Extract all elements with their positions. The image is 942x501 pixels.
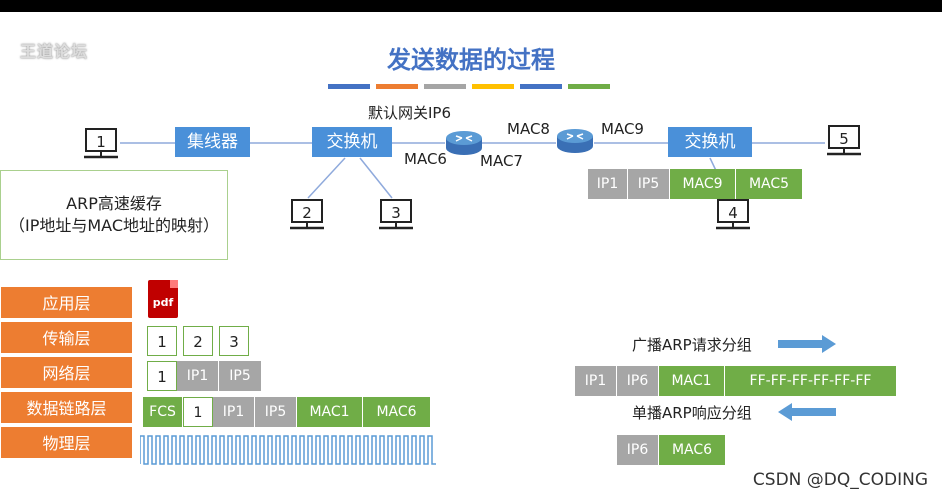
switch-left[interactable]: 交换机	[312, 127, 392, 157]
stripe-6	[568, 84, 610, 89]
computer-number: 4	[728, 204, 738, 222]
frame-mac-cell: MAC6	[363, 397, 430, 427]
packet-ip-cell: IP1	[177, 361, 219, 391]
computer-icon[interactable]: 2	[288, 198, 326, 232]
broadcast-arp-label: 广播ARP请求分组	[632, 336, 752, 354]
unicast-arp-label: 单播ARP响应分组	[632, 404, 752, 422]
mac9-label: MAC9	[601, 120, 644, 138]
layer-physical: 物理层	[0, 426, 133, 459]
page-title: 发送数据的过程	[387, 46, 555, 74]
layer-datalink: 数据链路层	[0, 391, 133, 424]
frame-cell: MAC5	[736, 169, 802, 199]
footer-watermark: CSDN @DQ_CODING	[752, 470, 928, 490]
stripe-2	[376, 84, 418, 89]
frame-ip-cell: IP5	[255, 397, 297, 427]
frame-cell: MAC9	[670, 169, 736, 199]
segment-cell: 1	[147, 326, 177, 356]
layer-application: 应用层	[0, 286, 133, 319]
frame-ip-cell: IP1	[213, 397, 255, 427]
frame-fcs-cell: FCS	[143, 397, 183, 427]
computer-icon[interactable]: 3	[377, 198, 415, 232]
stripe-4	[472, 84, 514, 89]
frame-data-cell: 1	[183, 397, 213, 427]
broadcast-cell: IP6	[617, 366, 659, 396]
computer-number: 1	[96, 133, 106, 151]
computer-icon[interactable]: 1	[82, 127, 120, 161]
unicast-cell: MAC6	[659, 435, 725, 465]
arrow-right-icon	[778, 335, 836, 353]
arp-cache-box: ARP高速缓存 （IP地址与MAC地址的映射）	[0, 170, 228, 260]
segment-cell: 2	[183, 326, 213, 356]
frame-mac-cell: MAC1	[297, 397, 363, 427]
hub-device[interactable]: 集线器	[175, 127, 250, 157]
router-icon[interactable]	[555, 124, 595, 156]
segment-cell: 3	[219, 326, 249, 356]
broadcast-cell: MAC1	[659, 366, 725, 396]
frame-cell: IP1	[588, 169, 628, 199]
arrow-left-icon	[778, 403, 836, 421]
physical-signal-waveform	[140, 435, 436, 465]
unicast-cell: IP6	[617, 435, 659, 465]
computer-icon[interactable]: 4	[714, 198, 752, 232]
packet-ip-cell: IP5	[219, 361, 261, 391]
pdf-fold	[170, 280, 178, 288]
mac7-label: MAC7	[480, 152, 523, 170]
computer-number: 5	[839, 130, 849, 148]
router-icon[interactable]	[444, 126, 484, 158]
switch-right[interactable]: 交换机	[668, 127, 752, 157]
layer-network: 网络层	[0, 356, 133, 389]
pdf-label: pdf	[152, 296, 174, 309]
frame-cell: IP5	[628, 169, 670, 199]
computer-number: 3	[391, 204, 401, 222]
packet-data-cell: 1	[147, 361, 177, 391]
broadcast-cell: FF-FF-FF-FF-FF-FF	[725, 366, 896, 396]
mac6-label: MAC6	[404, 150, 447, 168]
layer-transport: 传输层	[0, 321, 133, 354]
mac8-label: MAC8	[507, 120, 550, 138]
broadcast-cell: IP1	[575, 366, 617, 396]
stripe-1	[328, 84, 370, 89]
pdf-file-icon: pdf	[148, 280, 178, 318]
watermark-text: 王道论坛	[20, 42, 89, 61]
stripe-3	[424, 84, 466, 89]
watermark-logo: 王道论坛	[20, 38, 88, 62]
computer-icon[interactable]: 5	[825, 124, 863, 158]
arp-cache-title: ARP高速缓存	[66, 194, 162, 213]
stripe-5	[520, 84, 562, 89]
default-gateway-label: 默认网关IP6	[368, 104, 452, 122]
top-bar	[0, 0, 942, 12]
computer-number: 2	[302, 204, 312, 222]
arp-cache-subtitle: （IP地址与MAC地址的映射）	[8, 216, 219, 235]
